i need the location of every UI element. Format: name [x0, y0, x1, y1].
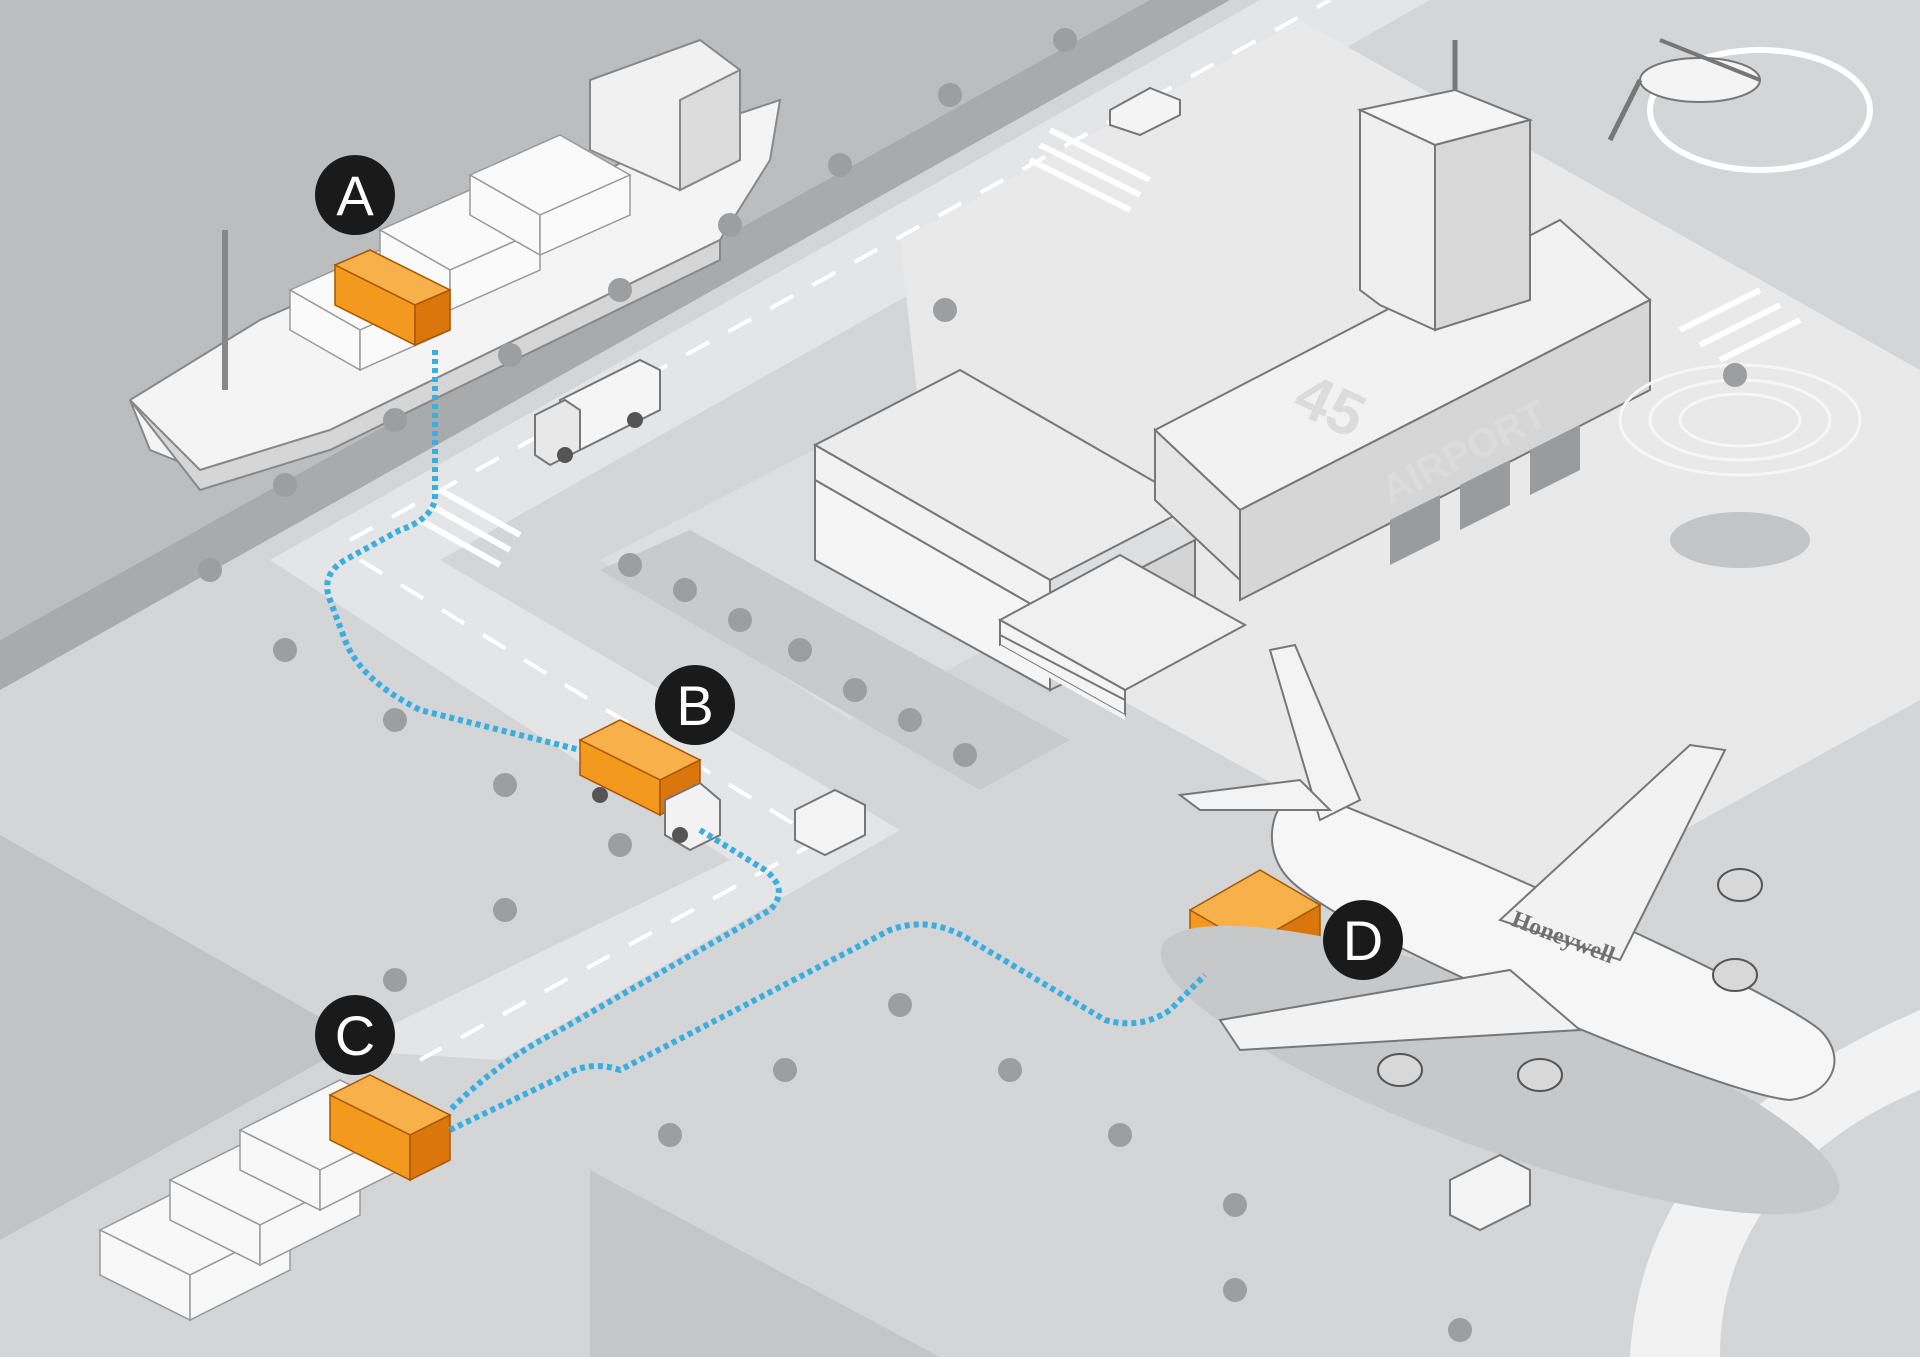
tree-icon [898, 708, 922, 732]
tree-icon [1223, 1193, 1247, 1217]
branch-road [270, 560, 900, 860]
control-tower-icon [1356, 40, 1534, 332]
marker-c-label: C [335, 1004, 375, 1067]
marker-d: D [1323, 900, 1403, 980]
tree-icon [718, 213, 742, 237]
lower-mid-lot [590, 1170, 940, 1357]
marker-b: B [655, 665, 735, 745]
marker-a: A [315, 155, 395, 235]
van-icon [794, 788, 866, 857]
tree-icon [1448, 1318, 1472, 1342]
tree-icon [1223, 1278, 1247, 1302]
helipad [1647, 47, 1873, 173]
tree-icon [198, 558, 222, 582]
route-a-to-b [324, 350, 581, 753]
tree-icon [1723, 363, 1747, 387]
tree-icon [658, 1123, 682, 1147]
airplane-icon: Honeywell [1160, 643, 1840, 1215]
tree-icon [843, 678, 867, 702]
helicopter-icon [1607, 38, 1761, 142]
marker-b-label: B [676, 674, 713, 737]
tree-icon [888, 993, 912, 1017]
trees [198, 28, 1747, 1342]
tree-icon [273, 473, 297, 497]
marker-d-label: D [1343, 909, 1383, 972]
tree-icon [498, 343, 522, 367]
cargo-container-c [328, 1074, 452, 1182]
tree-median [600, 530, 1070, 790]
tree-icon [273, 638, 297, 662]
tree-icon [493, 773, 517, 797]
warehouse-building [812, 368, 1248, 720]
tree-icon [998, 1058, 1022, 1082]
tree-icon [773, 1058, 797, 1082]
crosswalks [418, 127, 1802, 568]
truck-b [578, 719, 721, 852]
helicopter-flying-icon [1618, 363, 1862, 568]
tree-icon [788, 638, 812, 662]
tree-icon [1108, 1123, 1132, 1147]
tree-icon [728, 608, 752, 632]
tree-icon [618, 553, 642, 577]
lower-left-lot [0, 835, 360, 1240]
truck-icon [534, 358, 661, 467]
route-c-to-d [448, 921, 1208, 1133]
tree-icon [933, 298, 957, 322]
tree-icon [828, 153, 852, 177]
tree-icon [608, 278, 632, 302]
tree-icon [1053, 28, 1077, 52]
tree-icon [953, 743, 977, 767]
tree-icon [673, 578, 697, 602]
marker-a-label: A [336, 164, 374, 227]
service-vehicle-icon [1449, 1153, 1531, 1232]
tree-icon [608, 833, 632, 857]
tree-icon [493, 898, 517, 922]
lower-road [340, 830, 900, 1060]
marker-c: C [315, 995, 395, 1075]
dock-edge [0, 0, 1230, 690]
tree-icon [383, 408, 407, 432]
car-icon [1109, 86, 1181, 137]
route-b-to-c [447, 827, 782, 1113]
tree-icon [938, 83, 962, 107]
transport-route [324, 350, 1208, 1133]
tree-icon [383, 968, 407, 992]
tree-icon [383, 708, 407, 732]
road-markings [349, 0, 1331, 1062]
cargo-container-a [333, 249, 452, 347]
